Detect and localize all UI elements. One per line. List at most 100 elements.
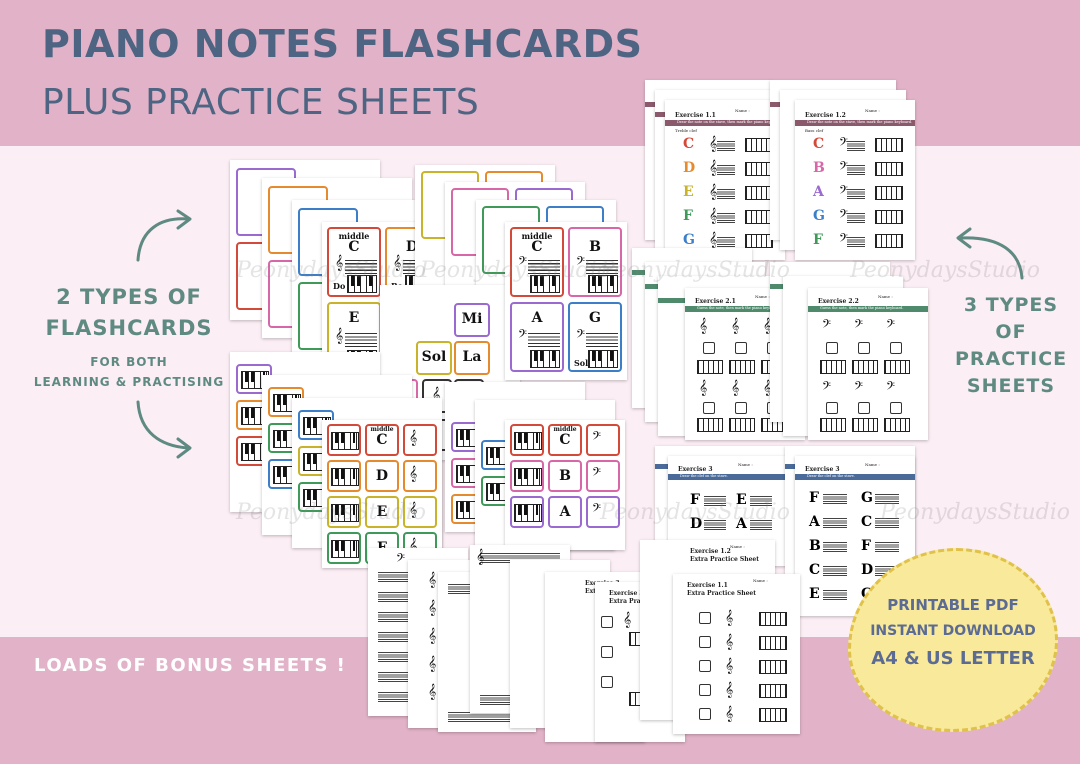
piano-keys-icon[interactable] <box>697 360 723 374</box>
curved-arrow-left-icon <box>956 227 1024 280</box>
treble-clef-icon: 𝄞 <box>699 318 708 334</box>
flashcard: 𝄞 <box>403 424 437 456</box>
answer-box[interactable] <box>703 342 715 354</box>
treble-clef-icon: 𝄞 <box>428 600 437 616</box>
piano-keys-icon[interactable] <box>852 418 878 432</box>
piano-keys-icon[interactable] <box>759 636 787 650</box>
row-letter: F <box>813 232 823 248</box>
page-subtitle: PLUS PRACTICE SHEETS <box>42 82 480 123</box>
piano-keys-icon[interactable] <box>697 418 723 432</box>
bass-clef-icon: 𝄢 <box>576 328 586 344</box>
piano-keys-icon <box>745 162 773 176</box>
treble-clef-icon: 𝄞 <box>725 634 734 650</box>
sheet-header-bar <box>685 306 805 312</box>
answer-box[interactable] <box>858 402 870 414</box>
answer-box[interactable] <box>601 676 613 688</box>
answer-box[interactable] <box>699 684 711 696</box>
answer-box[interactable] <box>826 402 838 414</box>
piano-keys-icon <box>875 210 903 224</box>
right-heading-line4: SHEETS <box>966 375 1056 397</box>
piano-keys-icon[interactable] <box>884 360 910 374</box>
piano-keys-icon[interactable] <box>759 708 787 722</box>
bass-clef-icon: 𝄢 <box>839 136 849 152</box>
treble-clef-icon: 𝄞 <box>623 612 632 628</box>
answer-box[interactable] <box>699 708 711 720</box>
curved-arrow-up-icon <box>136 209 192 262</box>
practice-flashcard-sheet-treble: middle C 𝄞 D 𝄞 E 𝄞 F 𝄞 <box>322 420 442 568</box>
stave <box>717 141 735 151</box>
curved-arrow-down-icon <box>136 400 192 459</box>
answer-box[interactable] <box>735 342 747 354</box>
name-label: Name : <box>878 294 893 299</box>
exercise-title: Exercise 2.2 <box>818 298 859 305</box>
piano-keys-icon[interactable] <box>759 684 787 698</box>
piano-keys-icon[interactable] <box>884 418 910 432</box>
exercise-title: Exercise 1.1 <box>675 112 716 119</box>
answer-box[interactable] <box>699 636 711 648</box>
flashcard-practice-e: E <box>365 496 399 528</box>
treble-clef-icon: 𝄞 <box>709 184 718 200</box>
flashcard: 𝄢 <box>586 424 620 456</box>
row-letter: F <box>861 538 871 554</box>
bass-clef-icon: 𝄢 <box>518 328 528 344</box>
treble-clef-icon: 𝄞 <box>725 658 734 674</box>
name-label: Name : <box>865 462 880 467</box>
piano-keys-icon[interactable] <box>729 418 755 432</box>
sheet-header-bar <box>665 120 785 126</box>
instruction: Draw the clef on the stave. <box>807 474 855 478</box>
row-letter: B <box>809 538 821 554</box>
stave <box>847 165 865 175</box>
solfa-card-la: La <box>454 341 490 375</box>
stave <box>823 542 847 552</box>
flashcard-sheet-bass: middle C 𝄢 B 𝄢 A 𝄢 G 𝄢 Sol <box>505 222 627 380</box>
piano-keys-icon <box>875 138 903 152</box>
bonus-sheets-label: LOADS OF BONUS SHEETS ! <box>34 655 347 676</box>
stave <box>823 566 847 576</box>
name-label: Name : <box>755 294 770 299</box>
stave <box>704 496 726 506</box>
flashcard: 𝄞 <box>403 496 437 528</box>
piano-keys-icon <box>530 350 560 368</box>
answer-box[interactable] <box>858 342 870 354</box>
piano-keys-icon[interactable] <box>820 418 846 432</box>
right-heading: 3 TYPES OF PRACTICE SHEETS <box>955 292 1067 400</box>
sheet-header-bar <box>808 306 928 312</box>
flashcard-practice-c: middle C <box>365 424 399 456</box>
treble-clef-icon: 𝄞 <box>335 328 344 344</box>
bass-clef-icon: 𝄢 <box>839 160 849 176</box>
piano-keys-icon[interactable] <box>729 360 755 374</box>
answer-box[interactable] <box>699 660 711 672</box>
row-letter: A <box>809 514 820 530</box>
row-letter: E <box>809 586 820 602</box>
bass-clef-icon: 𝄢 <box>839 208 849 224</box>
piano-keys-icon[interactable] <box>852 360 878 374</box>
stave <box>823 590 847 600</box>
stave <box>875 494 899 504</box>
treble-clef-icon: 𝄞 <box>725 706 734 722</box>
answer-box[interactable] <box>890 402 902 414</box>
answer-box[interactable] <box>601 646 613 658</box>
left-sub-line1: FOR BOTH <box>90 355 168 369</box>
piano-keys-icon <box>588 350 618 368</box>
stave <box>717 213 735 223</box>
answer-box[interactable] <box>826 342 838 354</box>
piano-keys-icon[interactable] <box>759 660 787 674</box>
row-letter: F <box>683 208 693 224</box>
answer-box[interactable] <box>699 612 711 624</box>
stave <box>875 518 899 528</box>
answer-box[interactable] <box>601 616 613 628</box>
answer-box[interactable] <box>735 402 747 414</box>
piano-keys-icon[interactable] <box>820 360 846 374</box>
exercise-subtitle: Extra Practice Sheet <box>687 590 756 597</box>
exercise-title: Exercise 1.1 <box>687 582 728 589</box>
stave <box>704 520 726 530</box>
piano-keys-icon[interactable] <box>759 612 787 626</box>
treble-clef-icon: 𝄞 <box>432 387 441 403</box>
answer-box[interactable] <box>703 402 715 414</box>
answer-box[interactable] <box>890 342 902 354</box>
stave <box>847 189 865 199</box>
bass-clef-icon: 𝄢 <box>839 184 849 200</box>
piano-keys-icon <box>331 468 359 486</box>
bass-clef-icon: 𝄢 <box>592 502 602 518</box>
stave <box>823 494 847 504</box>
